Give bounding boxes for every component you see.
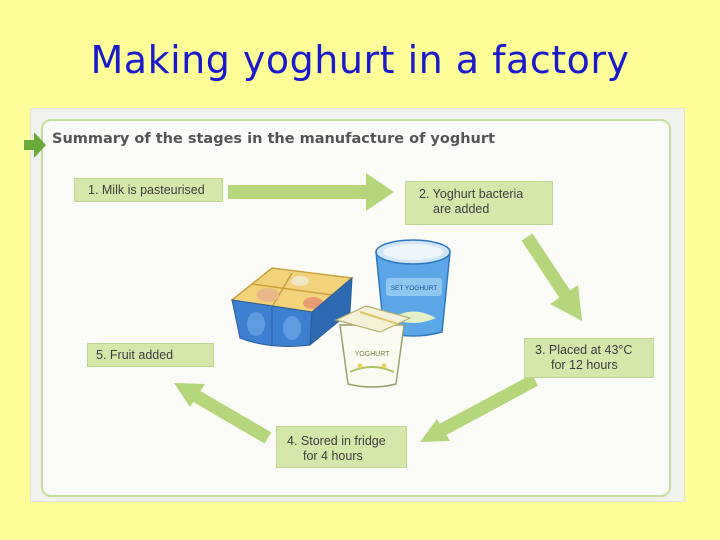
stage-2-line-2: are added [433,202,490,216]
stage-3-line-2: for 12 hours [551,358,618,372]
stage-4-box: 4. Stored in fridge for 4 hours [276,426,407,468]
arrow-stage2-to-stage3 [521,233,582,321]
large-cup-label: SET YOGHURT [391,285,438,292]
slide-title: Making yoghurt in a factory [90,38,630,82]
stage-2-box: 2. Yoghurt bacteria are added [405,181,553,225]
stage-3-box: 3. Placed at 43°C for 12 hours [524,338,654,378]
arrow-stage4-to-stage5 [174,383,272,444]
stage-3-line-1: 3. Placed at 43°C [535,343,633,357]
stage-5-box: 5. Fruit added [87,343,214,367]
stage-2-line-1: 2. Yoghurt bacteria [419,187,524,201]
small-yoghurt-cup-image: YOGHURT [334,305,412,388]
arrow-stage3-to-stage4 [420,374,539,442]
stage-1-line-1: 1. Milk is pasteurised [88,183,205,197]
arrow-stage1-to-stage2 [228,173,394,211]
stage-1-box: 1. Milk is pasteurised [74,178,223,202]
small-cup-label: YOGHURT [355,351,391,358]
yoghurt-multipack-image [230,267,354,347]
stage-4-line-1: 4. Stored in fridge [287,434,386,448]
heading-tab-arrow-icon [24,132,46,158]
figure-heading: Summary of the stages in the manufacture… [52,131,495,147]
stage-5-line-1: 5. Fruit added [96,348,174,362]
large-yoghurt-tub-image: SET YOGHURT [375,239,451,337]
stage-4-line-2: for 4 hours [303,449,363,463]
